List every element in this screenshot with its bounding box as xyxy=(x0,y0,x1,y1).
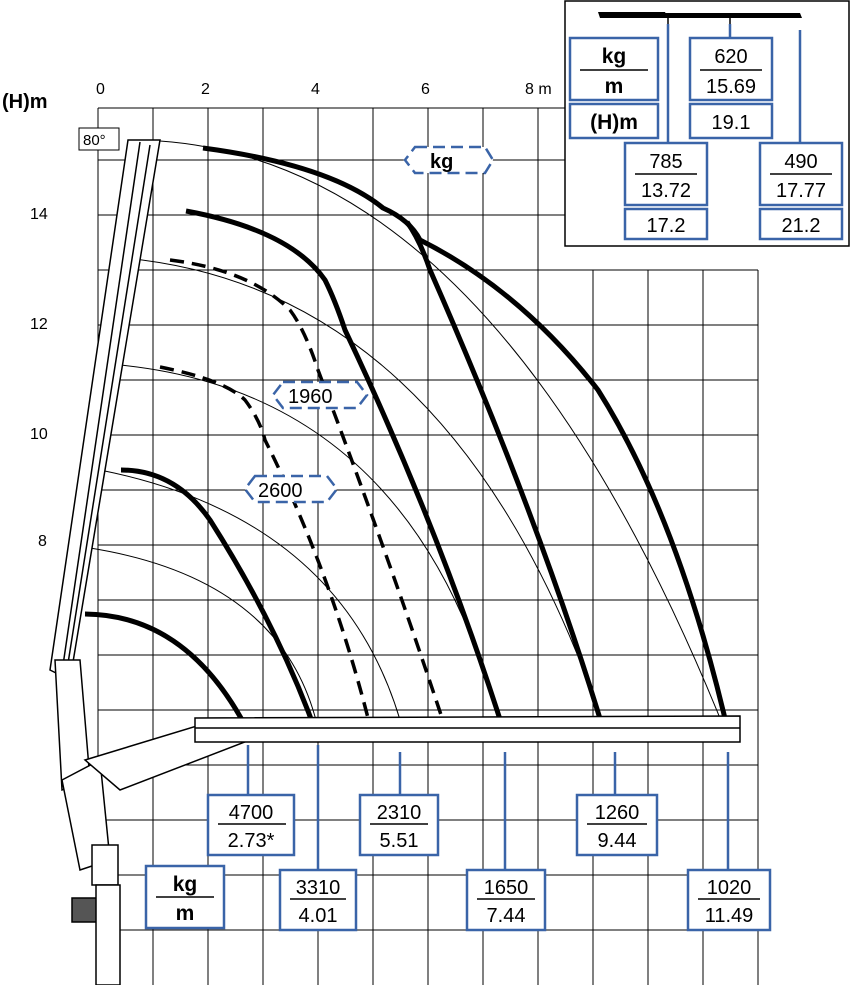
x-tick-6: 6 xyxy=(421,81,430,98)
x-tick-8: 8 m xyxy=(525,81,552,98)
crane-boom xyxy=(49,139,741,985)
inset-b1-h: 19.1 xyxy=(712,112,751,134)
inset-b2-kg: 785 xyxy=(649,151,682,173)
inset-b2-h: 17.2 xyxy=(647,215,686,237)
inset-b1-kg: 620 xyxy=(714,46,747,68)
load-box-1260: 1260 9.44 xyxy=(575,793,659,857)
inset-b3-h: 21.2 xyxy=(782,215,821,237)
tag-2600: 2600 xyxy=(243,474,339,504)
leader-lines xyxy=(246,745,730,870)
tag-1960: 1960 xyxy=(271,380,369,410)
angle-label: 80° xyxy=(83,132,106,149)
load-m: 7.44 xyxy=(487,905,526,927)
load-box-1020: 1020 11.49 xyxy=(686,868,772,932)
angle-badge: 80° xyxy=(78,127,120,151)
y-tick-12: 12 xyxy=(30,316,48,333)
load-kg: 4700 xyxy=(229,802,274,824)
tag-1960-label: 1960 xyxy=(288,386,333,408)
tag-kg-label: kg xyxy=(430,151,453,173)
inset-kg: kg xyxy=(602,45,627,68)
x-tick-0: 0 xyxy=(96,81,105,98)
y-tick-10: 10 xyxy=(30,426,48,443)
legend-m: m xyxy=(176,902,195,925)
load-curves xyxy=(84,145,733,741)
load-kg: 3310 xyxy=(296,877,341,899)
load-m: 11.49 xyxy=(705,905,754,927)
extension-inset: kg m (H)m 620 15.69 19.1 785 13.72 17.2 … xyxy=(564,0,850,247)
reach-arcs xyxy=(89,140,729,739)
tag-2600-label: 2600 xyxy=(258,480,303,502)
load-box-1650: 1650 7.44 xyxy=(465,868,547,932)
x-tick-4: 4 xyxy=(311,81,320,98)
inset-hm: (H)m xyxy=(590,111,638,134)
load-m: 5.51 xyxy=(380,830,419,852)
inset-m: m xyxy=(605,75,624,98)
load-m: 9.44 xyxy=(598,830,637,852)
load-m: 2.73* xyxy=(228,830,275,852)
load-box-4700: 4700 2.73* xyxy=(206,793,296,857)
tag-kg: kg xyxy=(403,145,495,175)
y-axis-unit: (H)m xyxy=(2,91,48,113)
inset-b3-m: 17.77 xyxy=(776,180,826,202)
y-tick-14: 14 xyxy=(30,206,48,223)
legend-kg: kg xyxy=(173,873,198,896)
inset-b3-kg: 490 xyxy=(784,151,817,173)
load-box-2310: 2310 5.51 xyxy=(358,793,440,857)
load-kg: 2310 xyxy=(377,802,422,824)
x-tick-2: 2 xyxy=(201,81,210,98)
load-box-3310: 3310 4.01 xyxy=(278,868,358,932)
y-tick-8: 8 xyxy=(38,533,47,550)
load-kg: 1260 xyxy=(595,802,640,824)
load-m: 4.01 xyxy=(299,905,338,927)
load-kg: 1020 xyxy=(707,877,752,899)
inset-b2-m: 13.72 xyxy=(641,180,691,202)
grid xyxy=(97,107,759,985)
load-kg: 1650 xyxy=(484,877,529,899)
dashed-curves xyxy=(159,258,449,734)
inset-b1-m: 15.69 xyxy=(706,76,756,98)
legend-box: kg m xyxy=(144,864,226,930)
